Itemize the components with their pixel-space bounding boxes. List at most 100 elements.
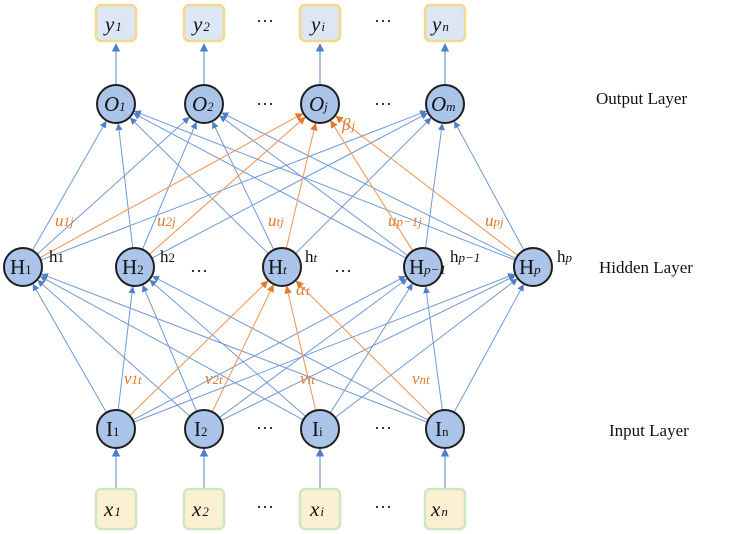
hidden-output-edge bbox=[425, 123, 445, 249]
weight-u-pj: upj bbox=[485, 211, 504, 230]
hidden-node-hp: Hp hp bbox=[513, 247, 573, 287]
weight-v-2t: v2t bbox=[205, 369, 223, 388]
svg-text:Om: Om bbox=[431, 92, 456, 116]
svg-text:Oj: Oj bbox=[309, 92, 328, 116]
ellipsis: ··· bbox=[256, 94, 274, 114]
input-hidden-weighted-edge bbox=[295, 280, 432, 416]
output-node-o1: O1 bbox=[96, 84, 136, 124]
hidden-node-ht: Ht ht bbox=[262, 247, 318, 287]
weight-u-2j: u2j bbox=[157, 211, 176, 230]
svg-text:I1: I1 bbox=[106, 417, 120, 441]
input-hidden-edge bbox=[219, 278, 408, 419]
hidden-output-edge bbox=[129, 117, 269, 255]
hidden-node-hp-1: Hp−1 hp−1 bbox=[403, 247, 480, 287]
input-hidden-edge bbox=[149, 279, 307, 417]
svg-text:Ii: Ii bbox=[312, 417, 323, 441]
hidden-output-edge bbox=[295, 117, 432, 254]
weight-u-1j: u1j bbox=[55, 211, 74, 230]
svg-text:h2: h2 bbox=[160, 247, 175, 266]
ellipsis: ··· bbox=[374, 11, 392, 31]
svg-text:H1: H1 bbox=[10, 255, 32, 279]
svg-text:x1: x1 bbox=[103, 497, 121, 521]
input-hidden-edge bbox=[133, 273, 516, 423]
svg-text:H2: H2 bbox=[122, 255, 144, 279]
output-node-oj: Oj bbox=[300, 84, 340, 124]
svg-text:I2: I2 bbox=[194, 417, 208, 441]
hidden-output-edge bbox=[454, 120, 525, 251]
input-hidden-edge bbox=[142, 284, 198, 412]
hidden-output-weighted-edge bbox=[148, 116, 306, 255]
hidden-output-weighted-edge bbox=[330, 120, 414, 252]
weight-v-it: vit bbox=[300, 369, 315, 388]
input-node-ii: Ii bbox=[300, 409, 340, 449]
svg-text:Hp: Hp bbox=[519, 255, 541, 279]
hidden-output-edge bbox=[219, 115, 409, 257]
ellipsis: … bbox=[334, 256, 352, 276]
input-hidden-edge bbox=[334, 278, 518, 418]
hidden-output-weight-labels: u1j u2j utj up−1j upj bbox=[55, 211, 504, 230]
output-node-om: Om bbox=[425, 84, 465, 124]
input-hidden-weighted-edge bbox=[211, 284, 274, 413]
hidden-output-weighted-edge bbox=[335, 115, 519, 256]
svg-text:y2: y2 bbox=[191, 12, 210, 36]
alpha-label: αt bbox=[296, 280, 310, 299]
input-hidden-edge bbox=[117, 286, 136, 411]
hidden-output-edge bbox=[115, 123, 134, 249]
input-hidden-edge bbox=[423, 286, 443, 411]
output-node-o2: O2 bbox=[184, 84, 224, 124]
ellipsis: ··· bbox=[256, 418, 274, 438]
input-layer-nodes: I1 I2 Ii In ··· ··· bbox=[96, 409, 465, 449]
ellipsis: ··· bbox=[374, 94, 392, 114]
svg-text:y1: y1 bbox=[103, 12, 122, 36]
hidden-node-h1: H1 h1 bbox=[3, 247, 64, 287]
output-layer-label: Output Layer bbox=[596, 89, 687, 108]
input-hidden-edge bbox=[41, 273, 428, 423]
weight-v-nt: vnt bbox=[412, 369, 430, 388]
output-box-yn: yn bbox=[423, 3, 467, 43]
weight-v-1t: v1t bbox=[124, 369, 142, 388]
input-hidden-edge bbox=[220, 275, 516, 422]
ellipsis: … bbox=[190, 256, 208, 276]
svg-text:x2: x2 bbox=[191, 497, 209, 521]
svg-text:O2: O2 bbox=[192, 92, 214, 116]
hidden-output-edge bbox=[212, 121, 275, 251]
hidden-output-weighted-edge bbox=[39, 113, 304, 259]
hidden-output-edge bbox=[133, 110, 516, 261]
svg-text:O1: O1 bbox=[104, 92, 126, 116]
input-node-i2: I2 bbox=[184, 409, 224, 449]
input-box-xn: xn bbox=[423, 487, 467, 531]
hidden-output-edge bbox=[36, 116, 190, 255]
input-hidden-edge bbox=[453, 283, 524, 413]
input-box-xi: xi bbox=[298, 487, 342, 531]
ellipsis: ··· bbox=[256, 11, 274, 31]
input-box-x1: x1 bbox=[94, 487, 138, 531]
svg-text:hp−1: hp−1 bbox=[450, 247, 480, 266]
input-box-x2: x2 bbox=[182, 487, 226, 531]
input-to-hidden-edges bbox=[32, 273, 524, 423]
vertical-arrows bbox=[111, 43, 450, 488]
hidden-output-edge bbox=[221, 112, 517, 260]
beta-label: βj bbox=[341, 115, 355, 134]
svg-text:Hp−1: Hp−1 bbox=[409, 255, 446, 279]
hidden-layer-nodes: H1 h1 H2 h2 … Ht ht … Hp−1 hp−1 Hp hp bbox=[3, 247, 573, 287]
svg-text:hp: hp bbox=[557, 247, 573, 266]
svg-text:xi: xi bbox=[309, 497, 324, 521]
hidden-output-edge bbox=[133, 112, 407, 259]
input-node-in: In bbox=[425, 409, 465, 449]
output-box-yi: yi bbox=[298, 3, 342, 43]
input-hidden-edge bbox=[132, 275, 406, 421]
hidden-output-weighted-edge bbox=[285, 122, 318, 249]
input-x-row: x1 x2 xi xn ··· ··· bbox=[94, 487, 467, 531]
input-hidden-weight-labels: v1t v2t vit vnt bbox=[124, 369, 430, 388]
svg-text:In: In bbox=[435, 417, 449, 441]
hidden-to-output-edges bbox=[31, 110, 525, 261]
hidden-output-edge bbox=[31, 120, 107, 251]
output-box-y2: y2 bbox=[182, 3, 226, 43]
hidden-layer-label: Hidden Layer bbox=[599, 258, 693, 277]
input-hidden-edge bbox=[37, 279, 191, 417]
input-layer-label: Input Layer bbox=[609, 421, 689, 440]
svg-text:ht: ht bbox=[305, 247, 318, 266]
output-layer-nodes: O1 O2 Oj Om ··· ··· bbox=[96, 84, 465, 124]
input-node-i1: I1 bbox=[96, 409, 136, 449]
